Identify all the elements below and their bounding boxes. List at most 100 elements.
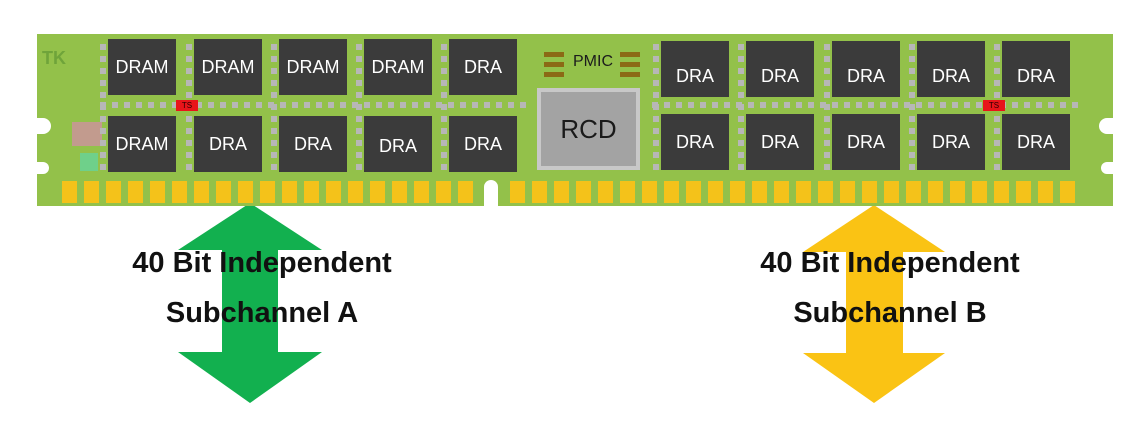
trace-pad <box>100 44 106 50</box>
trace-pad <box>172 102 178 108</box>
pmic-pin <box>620 72 640 77</box>
gold-finger <box>128 181 143 203</box>
trace-pad <box>356 116 362 122</box>
trace-pad <box>653 44 659 50</box>
trace-pad <box>186 164 192 170</box>
trace-pad <box>994 164 1000 170</box>
trace-pad <box>994 92 1000 98</box>
trace-pad <box>824 92 830 98</box>
gold-finger <box>458 181 473 203</box>
trace-pad <box>700 102 706 108</box>
gold-finger <box>774 181 789 203</box>
key-notch <box>484 180 498 206</box>
trace-pad <box>824 140 830 146</box>
thermal-sensor-left: TS <box>176 100 198 111</box>
subchannel-b-line1: 40 Bit Independent <box>760 247 1020 279</box>
trace-pad <box>356 56 362 62</box>
trace-pad <box>653 164 659 170</box>
trace-pad <box>160 102 166 108</box>
trace-pad <box>100 164 106 170</box>
trace-pad <box>653 92 659 98</box>
trace-pad <box>271 80 277 86</box>
dram-chip: DRAM <box>279 39 347 95</box>
dram-chip: DRA <box>746 41 814 97</box>
trace-pad <box>909 140 915 146</box>
gold-finger <box>642 181 657 203</box>
dram-chip: DRA <box>279 116 347 172</box>
trace-pad <box>916 102 922 108</box>
trace-pad <box>220 102 226 108</box>
trace-pad <box>441 164 447 170</box>
trace-pad <box>472 102 478 108</box>
trace-pad <box>994 152 1000 158</box>
trace-pad <box>441 92 447 98</box>
gold-finger <box>260 181 275 203</box>
trace-pad <box>271 104 277 110</box>
trace-pad <box>460 102 466 108</box>
gold-finger <box>84 181 99 203</box>
trace-pad <box>653 68 659 74</box>
trace-pad <box>441 44 447 50</box>
trace-pad <box>100 128 106 134</box>
gold-finger <box>510 181 525 203</box>
trace-pad <box>328 102 334 108</box>
trace-pad <box>100 152 106 158</box>
gold-finger <box>436 181 451 203</box>
trace-pad <box>909 128 915 134</box>
trace-pad <box>271 140 277 146</box>
gold-finger <box>554 181 569 203</box>
dram-chip: DRAM <box>364 39 432 95</box>
gold-finger <box>862 181 877 203</box>
trace-pad <box>100 104 106 110</box>
gold-finger <box>884 181 899 203</box>
trace-pad <box>952 102 958 108</box>
trace-pad <box>824 44 830 50</box>
trace-pad <box>1072 102 1078 108</box>
green-pad <box>80 153 98 171</box>
subchannel-b-arrow <box>803 205 945 403</box>
trace-pad <box>928 102 934 108</box>
trace-pad <box>738 56 744 62</box>
trace-pad <box>441 128 447 134</box>
trace-pad <box>100 92 106 98</box>
dram-chip: DRA <box>917 114 985 170</box>
trace-pad <box>738 116 744 122</box>
trace-pad <box>356 140 362 146</box>
trace-pad <box>304 102 310 108</box>
trace-pad <box>441 68 447 74</box>
pmic-pin <box>544 52 564 57</box>
trace-pad <box>520 102 526 108</box>
gold-finger <box>282 181 297 203</box>
dram-chip: DRA <box>832 114 900 170</box>
trace-pad <box>832 102 838 108</box>
trace-pad <box>441 80 447 86</box>
trace-pad <box>441 104 447 110</box>
dram-chip: DRAM <box>108 39 176 95</box>
trace-pad <box>508 102 514 108</box>
gold-finger <box>906 181 921 203</box>
gold-finger <box>238 181 253 203</box>
gold-finger <box>348 181 363 203</box>
trace-pad <box>1036 102 1042 108</box>
dram-chip: DRA <box>449 39 517 95</box>
trace-pad <box>653 152 659 158</box>
trace-pad <box>256 102 262 108</box>
trace-pad <box>724 102 730 108</box>
gold-finger <box>150 181 165 203</box>
trace-pad <box>352 102 358 108</box>
trace-pad <box>356 44 362 50</box>
gold-finger <box>598 181 613 203</box>
pmic-pin <box>544 62 564 67</box>
gold-finger <box>62 181 77 203</box>
trace-pad <box>909 116 915 122</box>
trace-pad <box>186 116 192 122</box>
subchannel-a-line1: 40 Bit Independent <box>132 247 392 279</box>
thermal-sensor-right: TS <box>983 100 1005 111</box>
trace-pad <box>653 140 659 146</box>
trace-pad <box>148 102 154 108</box>
trace-pad <box>824 152 830 158</box>
trace-pad <box>824 128 830 134</box>
trace-pad <box>340 102 346 108</box>
gold-finger <box>106 181 121 203</box>
